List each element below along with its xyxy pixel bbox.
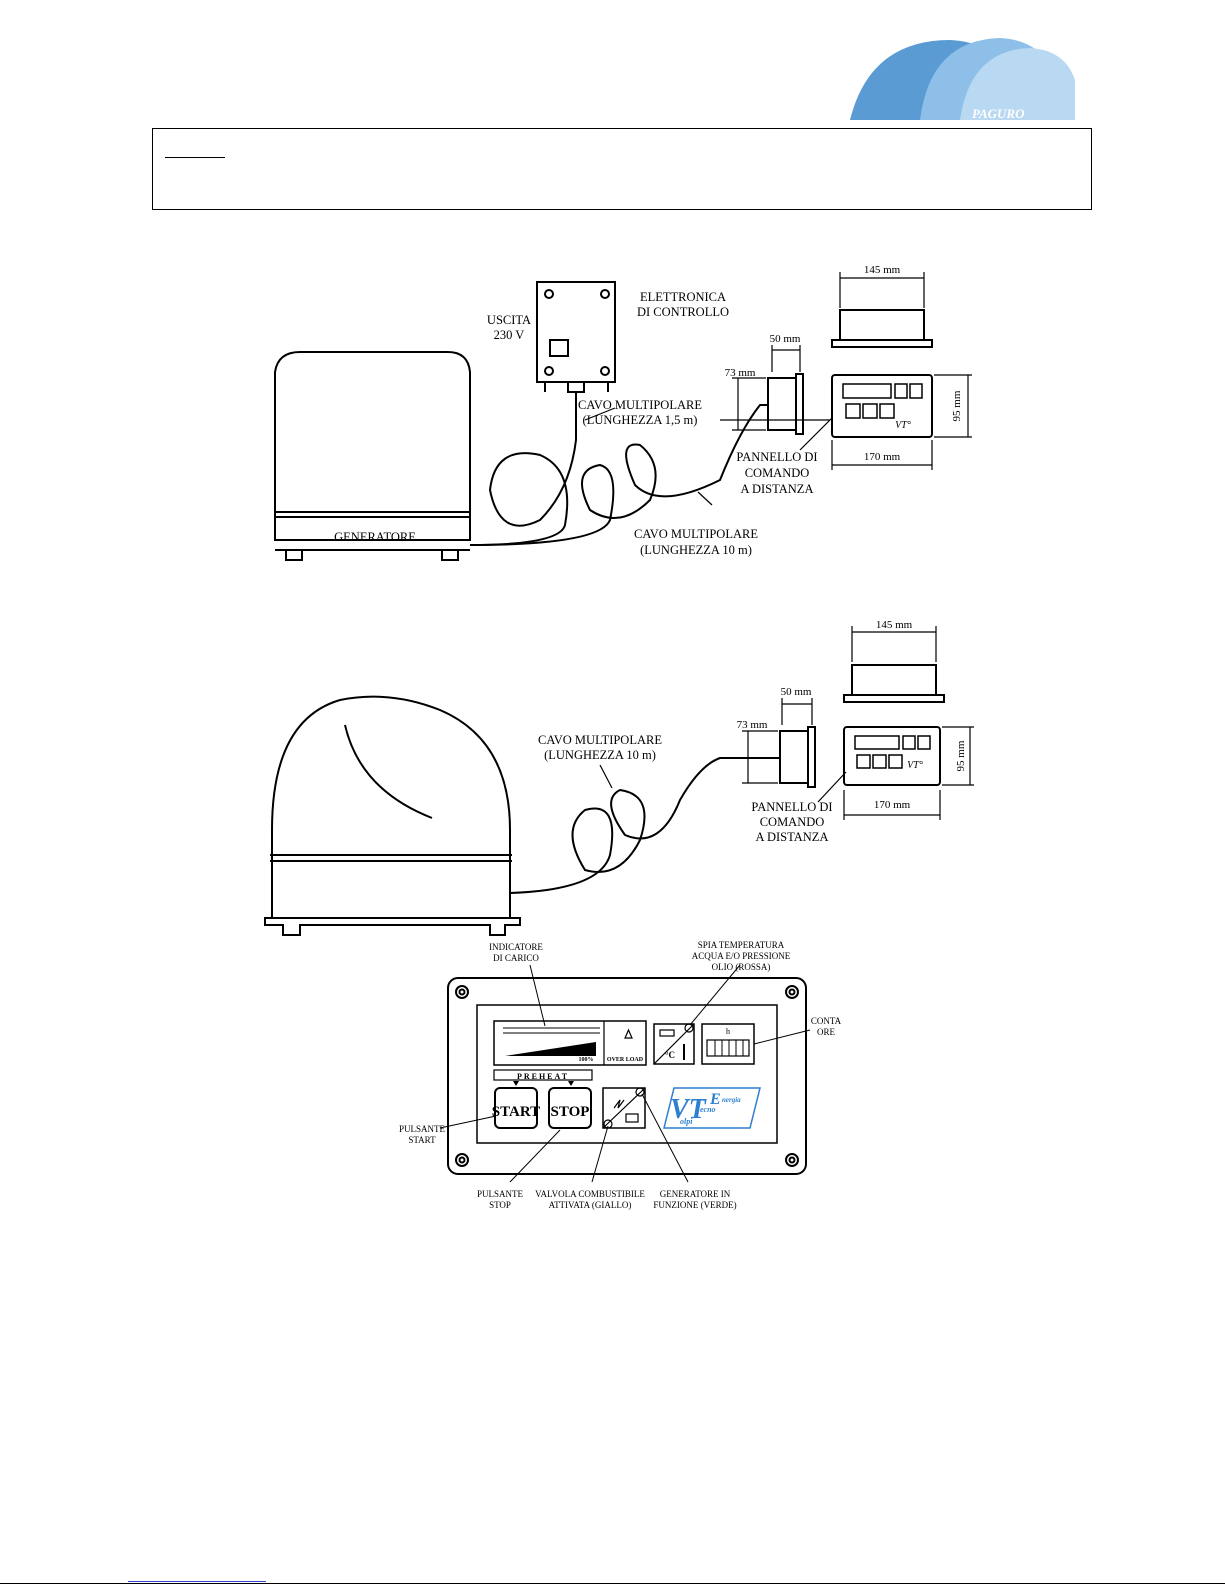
preheat-label: PREHEAT: [517, 1072, 569, 1081]
footer-link[interactable]: [128, 1581, 266, 1582]
paguro-logo: PAGURO: [850, 38, 1075, 121]
output-label-1: USCITA: [487, 313, 531, 327]
hour-counter-label-2: ORE: [817, 1027, 836, 1037]
remote-panel-front-1: [831, 374, 933, 438]
panel-brand-2: VT°: [907, 760, 923, 771]
remote-panel-2-label-3: A DISTANZA: [756, 830, 829, 844]
load-percent: 100%: [579, 1057, 594, 1063]
brand-badge: [663, 1087, 761, 1129]
logo-text: PAGURO: [972, 106, 1025, 121]
panel-detail: [439, 964, 811, 1183]
cable-long-2: [509, 757, 780, 894]
remote-panel-top-1: [831, 309, 933, 348]
cable-label-2b: (LUNGHEZZA 10 m): [544, 748, 656, 762]
start-button-shape[interactable]: [494, 1087, 538, 1129]
dim-top-width-2: 145 mm: [876, 619, 913, 631]
load-ramp: [505, 1042, 596, 1056]
remote-panel-front-2: [843, 726, 941, 786]
dim-height-1: 95 mm: [951, 390, 963, 421]
brand-ecno: ecno: [700, 1105, 716, 1114]
dim-side-height-1: 73 mm: [725, 367, 756, 379]
generator-rounded-2: [264, 695, 521, 936]
fuel-valve-label-2: ATTIVATA (GIALLO): [549, 1200, 632, 1210]
brand-vt: VT: [670, 1094, 708, 1125]
load-indicator-label-2: DI CARICO: [493, 953, 539, 963]
remote-panel-label-2: COMANDO: [745, 466, 810, 480]
temperature-light-box: [653, 1023, 695, 1065]
generator-label: GENERATORE: [334, 530, 416, 544]
remote-panel-label-1: PANNELLO DI: [736, 450, 817, 464]
battery-icon: [625, 1113, 639, 1123]
cable-short-label-2: (LUNGHEZZA 1,5 m): [583, 413, 698, 427]
dim-depth-2: 50 mm: [781, 686, 812, 698]
cable-long-label-2: (LUNGHEZZA 10 m): [640, 543, 752, 557]
oil-can-icon: [659, 1029, 675, 1037]
dim-width-2: 170 mm: [874, 799, 911, 811]
warning-icon: [624, 1028, 633, 1039]
fuel-run-light-box: [602, 1087, 646, 1129]
remote-panel-label-3: A DISTANZA: [741, 482, 814, 496]
dim-height-2: 95 mm: [955, 740, 967, 771]
brand-nergia: nergia: [722, 1096, 741, 1104]
note-box: [152, 128, 1092, 210]
temp-light-label-3: OLIO (ROSSA): [712, 962, 771, 972]
running-label-2: FUNZIONE (VERDE): [653, 1200, 736, 1210]
control-unit-label-2: DI CONTROLLO: [637, 305, 729, 319]
cable-long-label-1: CAVO MULTIPOLARE: [634, 527, 758, 541]
dim-side-height-2: 73 mm: [737, 719, 768, 731]
panel-brand-1: VT°: [895, 420, 911, 431]
brand-e: E: [709, 1091, 721, 1108]
control-unit-label-1: ELETTRONICA: [640, 290, 726, 304]
stop-button-label-1: PULSANTE: [477, 1189, 524, 1199]
stop-button-label-2: STOP: [489, 1200, 511, 1210]
start-button-text[interactable]: START: [492, 1104, 540, 1120]
bolt-icon: [613, 1099, 625, 1109]
cable-label-2a: CAVO MULTIPOLARE: [538, 733, 662, 747]
load-indicator-label-1: INDICATORE: [489, 942, 543, 952]
remote-panel-2-label-1: PANNELLO DI: [751, 800, 832, 814]
remote-panel-side-1: [767, 373, 804, 435]
running-label-1: GENERATORE IN: [660, 1189, 731, 1199]
temp-light-label-2: ACQUA E/O PRESSIONE: [692, 951, 791, 961]
overload-label: OVER LOAD: [607, 1057, 644, 1063]
output-socket: [549, 339, 569, 357]
preheat-bar: [493, 1069, 593, 1081]
stop-button-text[interactable]: STOP: [551, 1104, 590, 1120]
start-button-label-1: PULSANTE: [399, 1124, 446, 1134]
dimension-lines-2: [599, 626, 974, 820]
remote-panel-side-2: [779, 726, 816, 788]
load-display: [493, 1020, 647, 1066]
note-title: [165, 139, 225, 158]
output-label-2: 230 V: [494, 328, 525, 342]
cable-short-label-1: CAVO MULTIPOLARE: [578, 398, 702, 412]
hour-unit: h: [726, 1027, 730, 1036]
dim-depth-1: 50 mm: [770, 333, 801, 345]
dimension-lines-1: [584, 272, 972, 506]
logo-wave-light: [960, 48, 1075, 120]
hour-counter-label-1: CONTA: [811, 1016, 842, 1026]
fuel-valve-label-1: VALVOLA COMBUSTIBILE: [535, 1189, 645, 1199]
degrees-label: °C: [665, 1050, 675, 1060]
remote-panel-top-2: [843, 664, 945, 703]
remote-panel-2-label-2: COMANDO: [760, 815, 825, 829]
generator-box-1: [274, 351, 471, 561]
brand-olpi: olpi: [680, 1117, 693, 1126]
stop-button-shape[interactable]: [548, 1087, 592, 1129]
control-unit: [536, 281, 616, 393]
start-button-label-2: START: [408, 1135, 436, 1145]
cable-long-1: [469, 404, 768, 546]
dim-width-1: 170 mm: [864, 451, 901, 463]
temp-light-label-1: SPIA TEMPERATURA: [698, 940, 785, 950]
cable-short-1: [469, 392, 577, 546]
dim-top-width-1: 145 mm: [864, 264, 901, 276]
footer-rule: [0, 1583, 1225, 1584]
